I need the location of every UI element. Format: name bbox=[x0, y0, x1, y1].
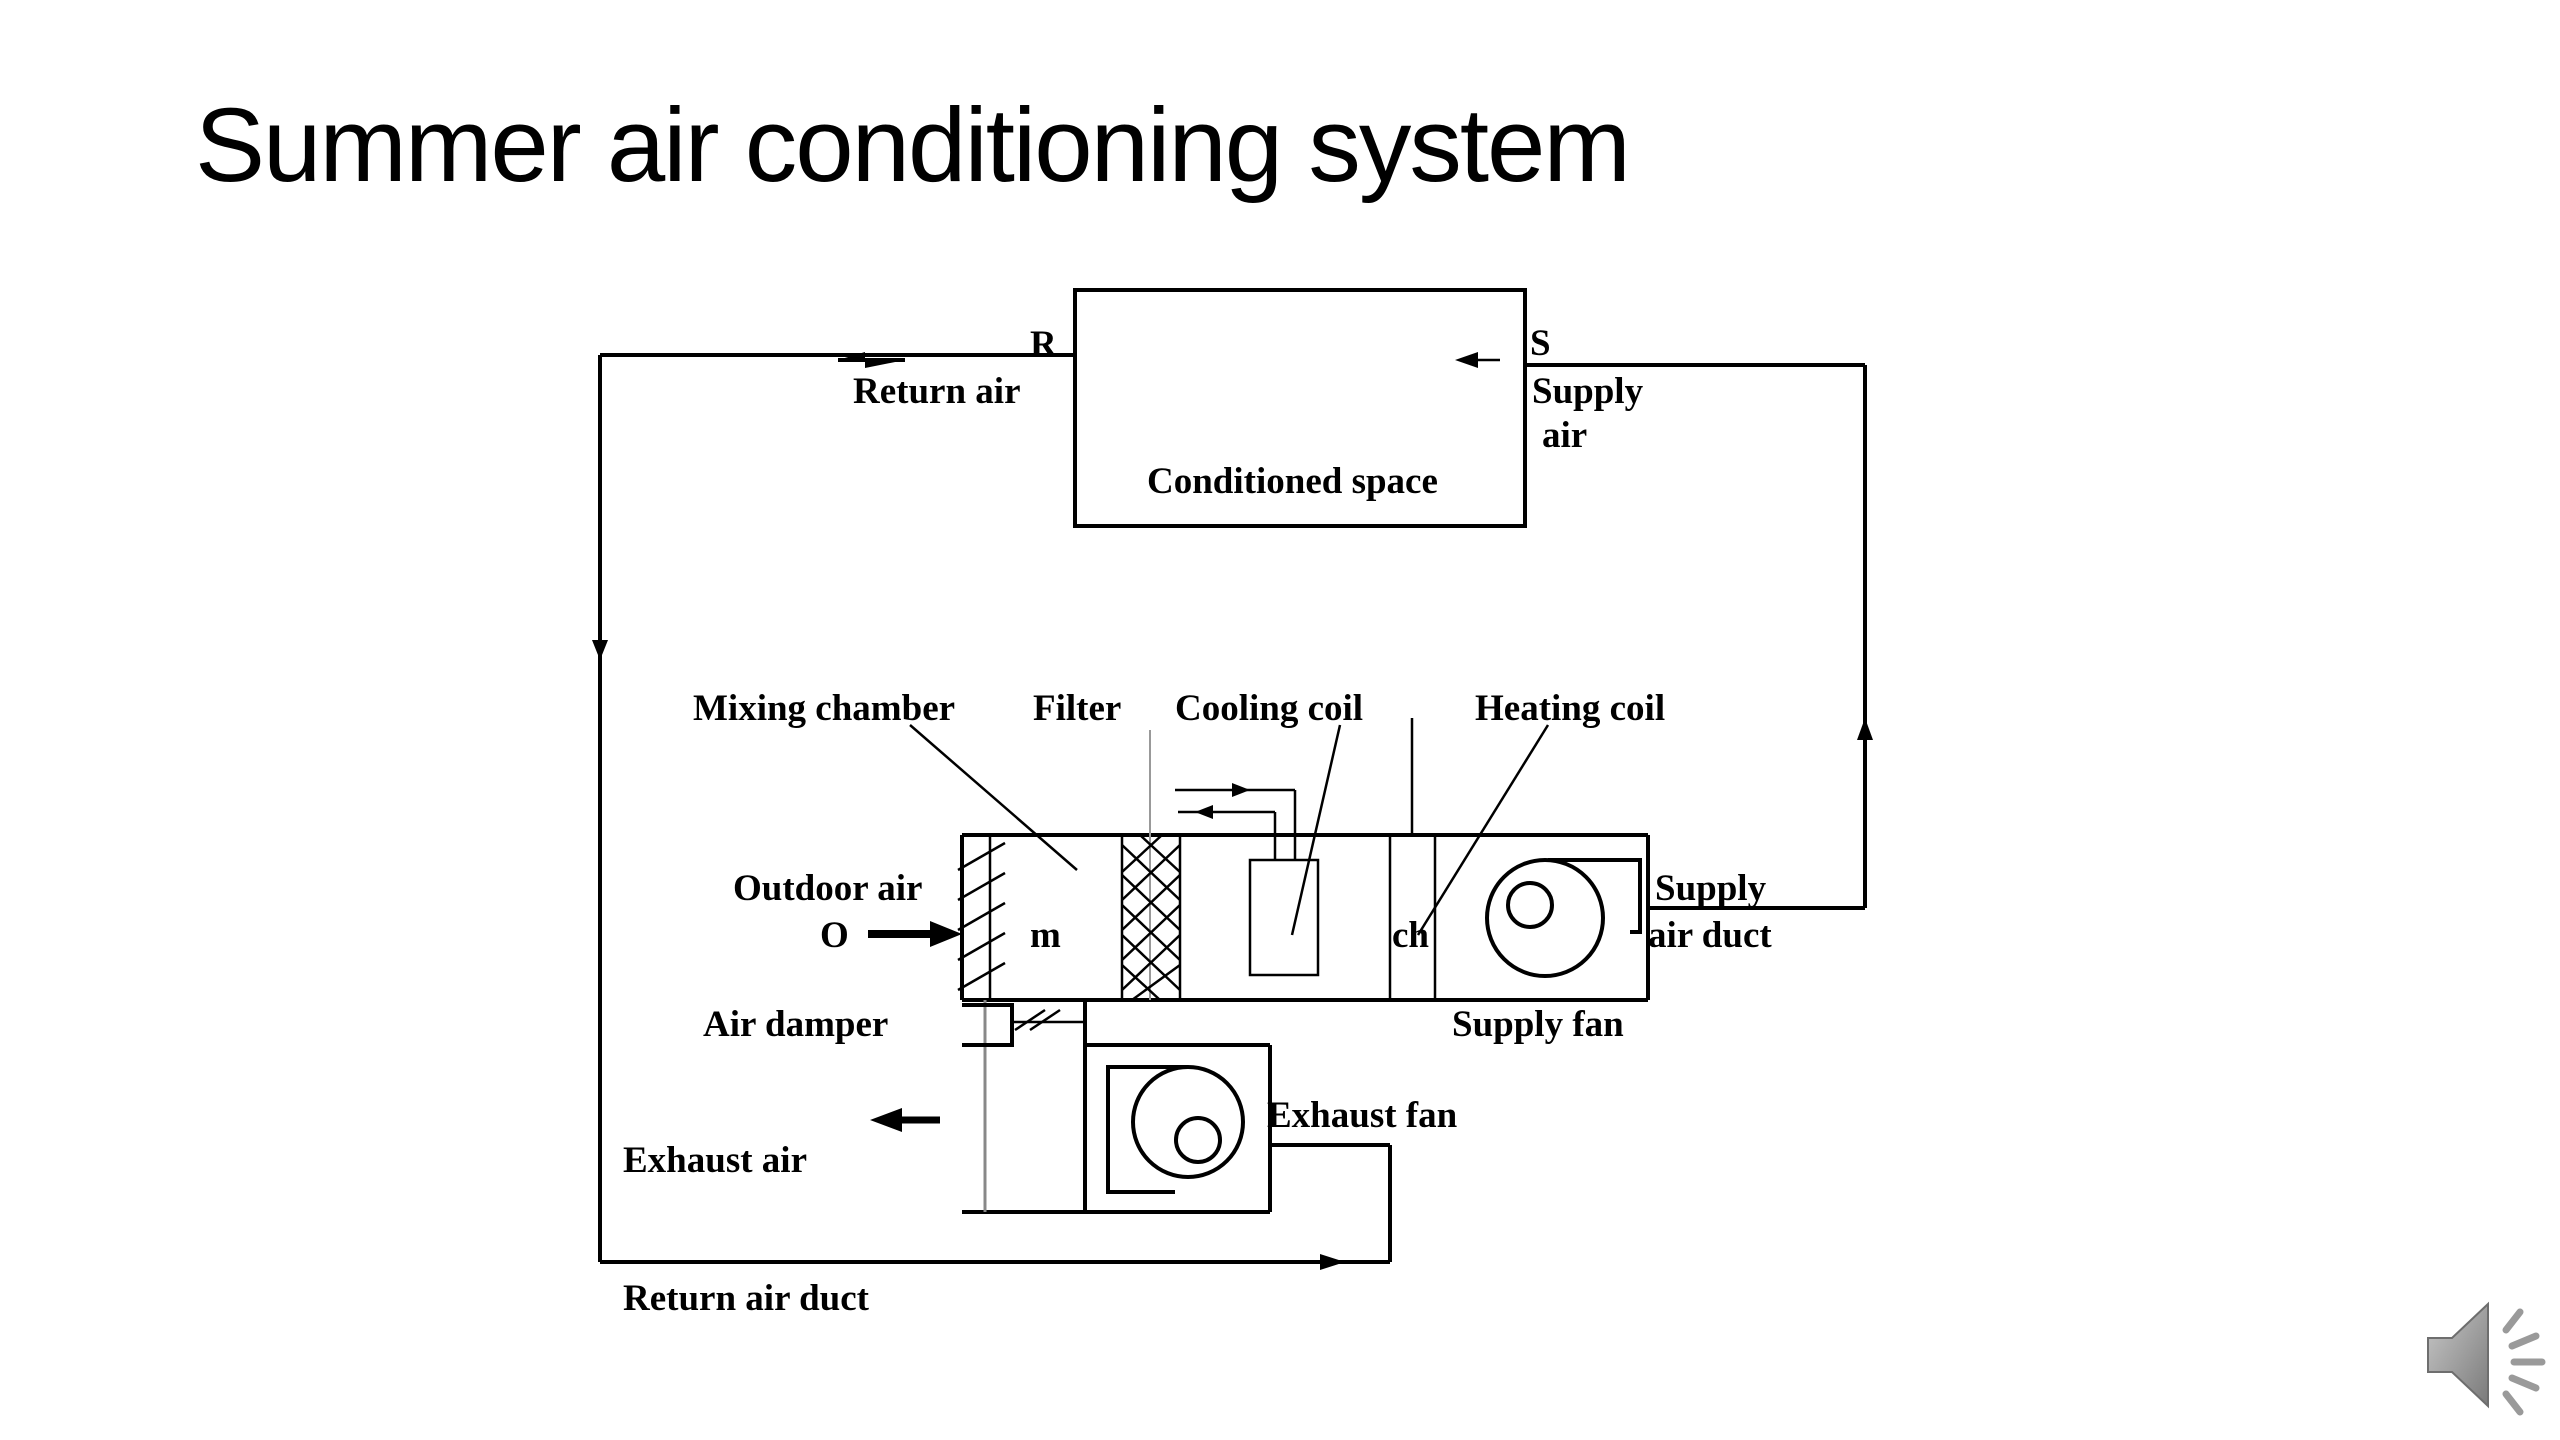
label-supply-air-duct-1: Supply bbox=[1655, 868, 1767, 909]
label-cooling-coil: Cooling coil bbox=[1175, 688, 1363, 729]
label-supply-air-2: air bbox=[1542, 415, 1587, 456]
up-arrow bbox=[1857, 718, 1873, 740]
label-heating-coil: Heating coil bbox=[1475, 688, 1665, 729]
label-exhaust-fan: Exhaust fan bbox=[1267, 1095, 1458, 1136]
exhaust-fan bbox=[1106, 1065, 1245, 1194]
return-duct-arrow bbox=[1320, 1254, 1345, 1270]
label-o: O bbox=[820, 915, 849, 956]
return-air-path bbox=[598, 353, 1392, 1264]
label-filter: Filter bbox=[1033, 688, 1121, 729]
outdoor-damper bbox=[957, 835, 1006, 1000]
down-arrow bbox=[592, 640, 608, 660]
label-air-damper: Air damper bbox=[703, 1004, 888, 1045]
label-return-air-duct: Return air duct bbox=[623, 1278, 870, 1319]
label-supply-fan: Supply fan bbox=[1452, 1004, 1624, 1045]
filter-element bbox=[1120, 730, 1182, 1002]
label-supply-air-1: Supply bbox=[1532, 371, 1644, 412]
speaker-icon[interactable] bbox=[2420, 1290, 2560, 1420]
leader-heating-coil bbox=[1416, 724, 1550, 936]
supply-fan bbox=[1485, 858, 1642, 978]
exhaust-air-arrow bbox=[870, 1108, 940, 1132]
label-ch: ch bbox=[1392, 915, 1429, 956]
return-lower-duct bbox=[962, 1000, 1272, 1214]
air-handling-unit bbox=[960, 833, 1650, 1002]
label-m: m bbox=[1030, 915, 1061, 956]
label-supply-air-duct-2: air duct bbox=[1648, 915, 1772, 956]
conditioned-space-box bbox=[1073, 288, 1527, 528]
label-r: R bbox=[1030, 324, 1058, 365]
supply-air-path bbox=[1525, 363, 1867, 910]
label-s: S bbox=[1530, 323, 1551, 364]
label-mixing-chamber: Mixing chamber bbox=[693, 688, 955, 729]
leader-mixing-chamber bbox=[909, 724, 1078, 871]
cooling-coil bbox=[1175, 783, 1320, 977]
supply-into-space-arrow bbox=[1455, 352, 1500, 368]
label-return-air: Return air bbox=[853, 371, 1021, 412]
leader-cooling-coil bbox=[1290, 724, 1342, 936]
label-exhaust-air: Exhaust air bbox=[623, 1140, 807, 1181]
heating-coil bbox=[1388, 718, 1437, 1000]
slide-title: Summer air conditioning system bbox=[195, 87, 1631, 204]
outdoor-air-arrow bbox=[868, 921, 962, 947]
label-outdoor-air: Outdoor air bbox=[733, 868, 922, 909]
label-conditioned-space: Conditioned space bbox=[1147, 461, 1438, 502]
